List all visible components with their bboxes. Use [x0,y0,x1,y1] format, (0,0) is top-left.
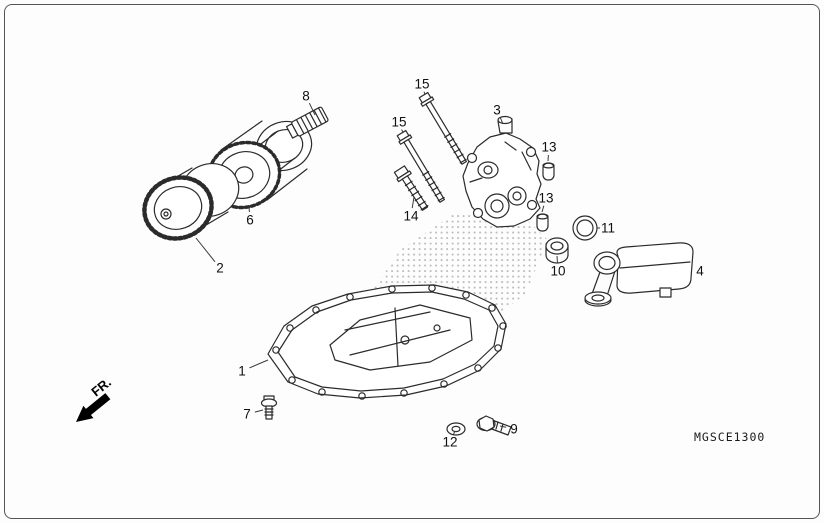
leader-line-14 [411,196,415,209]
leader-line-13 [541,205,545,213]
callout-2: 2 [216,260,224,276]
callout-12: 12 [442,434,458,450]
callout-8: 8 [302,88,310,104]
callout-3: 3 [493,102,501,118]
leader-line-12 [452,430,456,435]
diagram-code: MGSCE1300 [694,430,766,444]
callout-15: 15 [414,76,430,92]
leader-line-7 [254,409,264,413]
callout-14: 14 [403,208,419,224]
leader-line-1 [249,359,269,369]
oil-pump [463,117,541,228]
oil-filter-cap [136,156,246,248]
sealing-washer [447,423,465,435]
fr-arrow [76,393,111,422]
callout-13: 13 [538,190,554,206]
leader-line-10 [556,255,558,264]
leader-line-9 [499,425,507,428]
leader-line-3 [499,117,504,125]
callout-13: 13 [541,139,557,155]
dowel-pin-13b [537,214,548,231]
leader-line-15 [423,91,426,96]
filter-bolt-fitting [286,107,329,140]
leader-line-2 [195,237,216,263]
leader-line-15 [401,129,404,134]
callout-4: 4 [696,263,704,279]
callout-6: 6 [246,212,254,228]
drain-bolt-9 [477,416,511,435]
callout-9: 9 [510,421,518,437]
callout-11: 11 [600,220,616,236]
oil-pan [268,285,506,399]
oil-strainer [585,243,693,306]
dowel-pin-13a [543,163,554,180]
o-ring [573,216,597,240]
callout-10: 10 [550,263,566,279]
callout-15: 15 [391,114,407,130]
leader-line-8 [308,102,316,116]
collar [546,238,568,263]
callout-7: 7 [243,406,251,422]
pan-bolt-7 [262,396,277,419]
callout-1: 1 [238,363,246,379]
